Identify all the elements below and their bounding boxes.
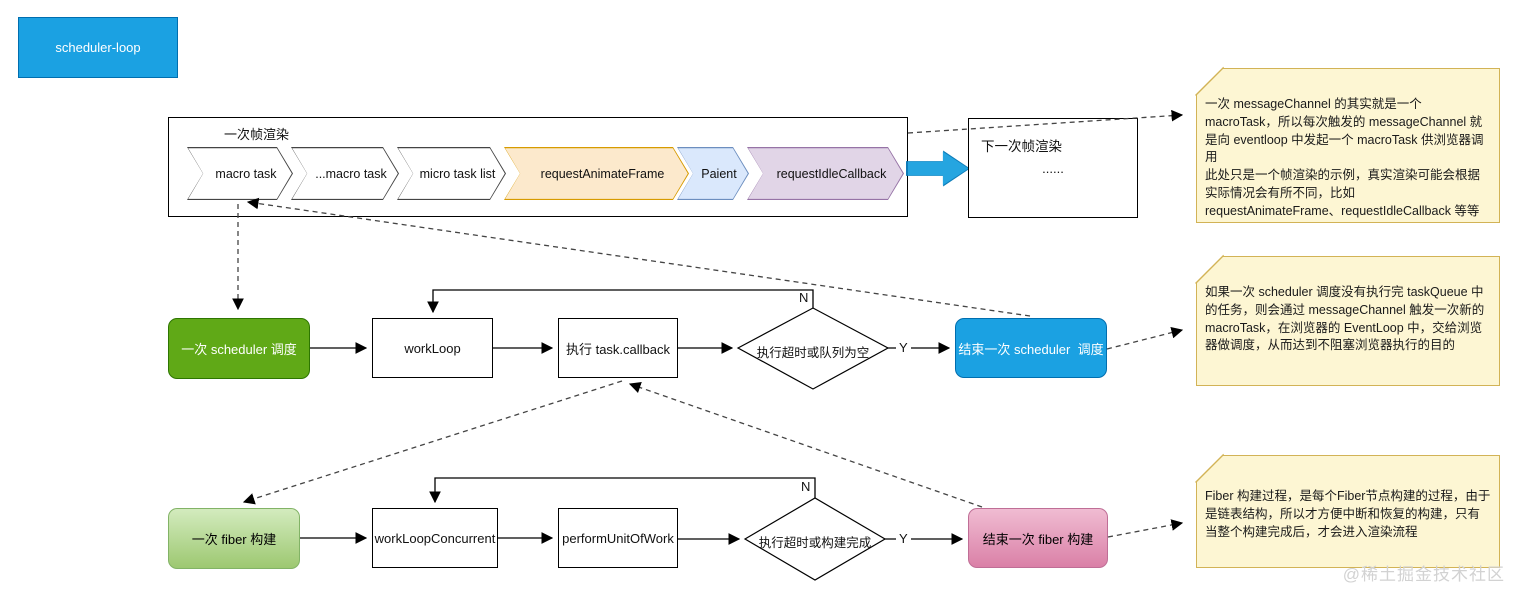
dashed-link-schedulerend-to-macrotask: [246, 197, 1031, 317]
chevron-fill: [748, 148, 903, 199]
chevron-label: macro task: [215, 166, 277, 181]
note-text: 如果一次 scheduler 调度没有执行完 taskQueue 中的任务，则会…: [1205, 285, 1488, 353]
label-yes-scheduler: Y: [896, 340, 911, 355]
note-scheduler-dispatch: 如果一次 scheduler 调度没有执行完 taskQueue 中的任务，则会…: [1195, 255, 1500, 386]
chevron-macro-task: macro task: [187, 147, 293, 200]
next-frame-box: 下一次帧渲染 ......: [968, 118, 1138, 218]
scheduler-loop-title: scheduler-loop: [55, 40, 141, 55]
chevron-fill: [188, 148, 292, 199]
scheduler-end-label: 结束一次 scheduler 调度: [958, 341, 1104, 357]
chevron-label: requestAnimateFrame: [540, 166, 665, 181]
note-fill: [1197, 456, 1499, 567]
flow-loop-no-scheduler: [427, 289, 814, 314]
scheduler-end-box: 结束一次 scheduler 调度: [955, 318, 1107, 378]
note-fill: [1197, 69, 1499, 222]
workloop-box: workLoop: [372, 318, 493, 378]
chevron-request-idle-callback: requestIdleCallback: [747, 147, 904, 200]
note-text: 一次 messageChannel 的其实就是一个 macroTask，所以每次…: [1205, 97, 1484, 218]
label-no-fiber: N: [801, 479, 811, 494]
next-frame-title: 下一次帧渲染: [981, 139, 1062, 154]
chevron-label: requestIdleCallback: [776, 166, 887, 181]
chevron-paient: Paient: [677, 147, 749, 200]
chevron-fill: [505, 148, 688, 199]
chevron-more-macro-task: ...macro task: [291, 147, 399, 200]
workloop-concurrent-box: workLoopConcurrent: [372, 508, 498, 568]
task-callback-box: 执行 task.callback: [558, 318, 678, 378]
label-yes-fiber: Y: [896, 531, 911, 546]
note-fill: [1197, 257, 1499, 385]
fiber-start-label: 一次 fiber 构建: [191, 532, 277, 547]
scheduler-start-box: 一次 scheduler 调度: [168, 318, 310, 379]
label-no-scheduler: N: [799, 290, 809, 305]
fiber-end-label: 结束一次 fiber 构建: [982, 531, 1094, 547]
chevron-micro-task-list: micro task list: [397, 147, 506, 200]
next-frame-ellipsis: ......: [1042, 161, 1064, 176]
chevron-request-animate-frame: requestAnimateFrame: [504, 147, 689, 200]
fiber-end-box: 结束一次 fiber 构建: [968, 508, 1108, 568]
scheduler-decision-label: 执行超时或队列为空: [756, 346, 870, 360]
perform-unit-of-work-label: performUnitOfWork: [562, 530, 674, 546]
workloop-label: workLoop: [404, 340, 461, 356]
frame-render-box: 一次帧渲染 macro task ...macro task micro tas…: [168, 117, 908, 217]
chevron-label: ...macro task: [315, 166, 387, 181]
chevron-fill: [398, 148, 505, 199]
chevron-fill: [292, 148, 398, 199]
chevron-label: micro task list: [419, 166, 496, 181]
arrow-fill: [907, 151, 969, 186]
fiber-start-box: 一次 fiber 构建: [168, 508, 300, 569]
dashed-link-schedulerend-to-note2: [1106, 326, 1184, 350]
watermark: @稀土掘金技术社区: [1342, 565, 1505, 584]
perform-unit-of-work-box: performUnitOfWork: [558, 508, 678, 568]
note-message-channel: 一次 messageChannel 的其实就是一个 macroTask，所以每次…: [1195, 67, 1500, 223]
fiber-decision-label: 执行超时或构建完成: [758, 536, 872, 550]
dashed-link-callback-to-fiberstart: [242, 380, 623, 505]
scheduler-start-label: 一次 scheduler 调度: [181, 342, 297, 357]
frame-render-title: 一次帧渲染: [224, 127, 290, 142]
flow-loop-no-fiber: [429, 477, 816, 504]
next-frame-arrow-icon: [906, 148, 970, 189]
task-callback-label: 执行 task.callback: [565, 341, 671, 357]
scheduler-loop-title-box: scheduler-loop: [18, 17, 178, 78]
note-fiber-build: Fiber 构建过程，是每个Fiber节点构建的过程，由于是链表结构，所以才方便…: [1195, 454, 1500, 568]
workloop-concurrent-label: workLoopConcurrent: [374, 530, 496, 546]
dashed-link-fiberend-to-note3: [1107, 519, 1184, 538]
note-text: Fiber 构建过程，是每个Fiber节点构建的过程，由于是链表结构，所以才方便…: [1205, 489, 1491, 539]
chevron-label: Paient: [701, 166, 737, 181]
